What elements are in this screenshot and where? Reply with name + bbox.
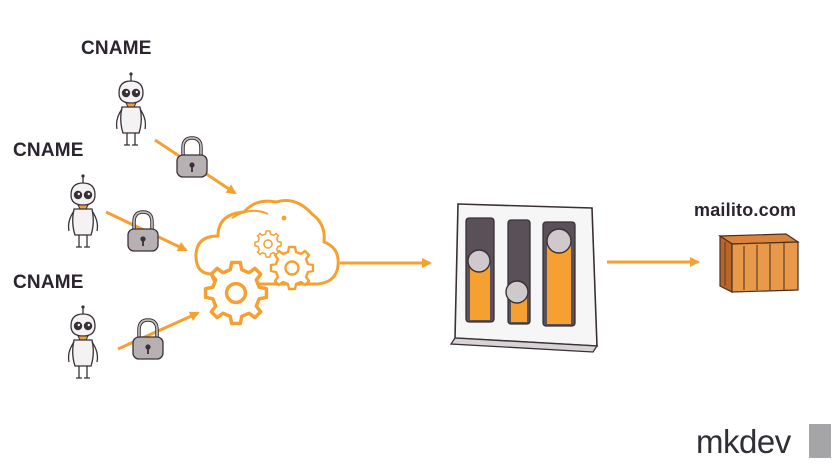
- robot-icon: [67, 304, 99, 379]
- robot-icon: [67, 173, 99, 248]
- container-icon: [718, 233, 800, 293]
- source-label-3: CNAME: [13, 272, 84, 293]
- brand-logo: mkdev: [696, 423, 791, 460]
- source-label-1: CNAME: [81, 38, 152, 59]
- padlock-icon: [175, 136, 209, 179]
- control-panel-icon: [449, 203, 599, 353]
- cloud-gears-icon: [194, 199, 340, 326]
- robot-icon: [115, 71, 147, 146]
- destination-label: mailito.com: [694, 200, 797, 220]
- padlock-icon: [131, 318, 165, 361]
- source-label-2: CNAME: [13, 140, 84, 161]
- padlock-icon: [126, 210, 160, 253]
- brand-mark: [809, 424, 831, 458]
